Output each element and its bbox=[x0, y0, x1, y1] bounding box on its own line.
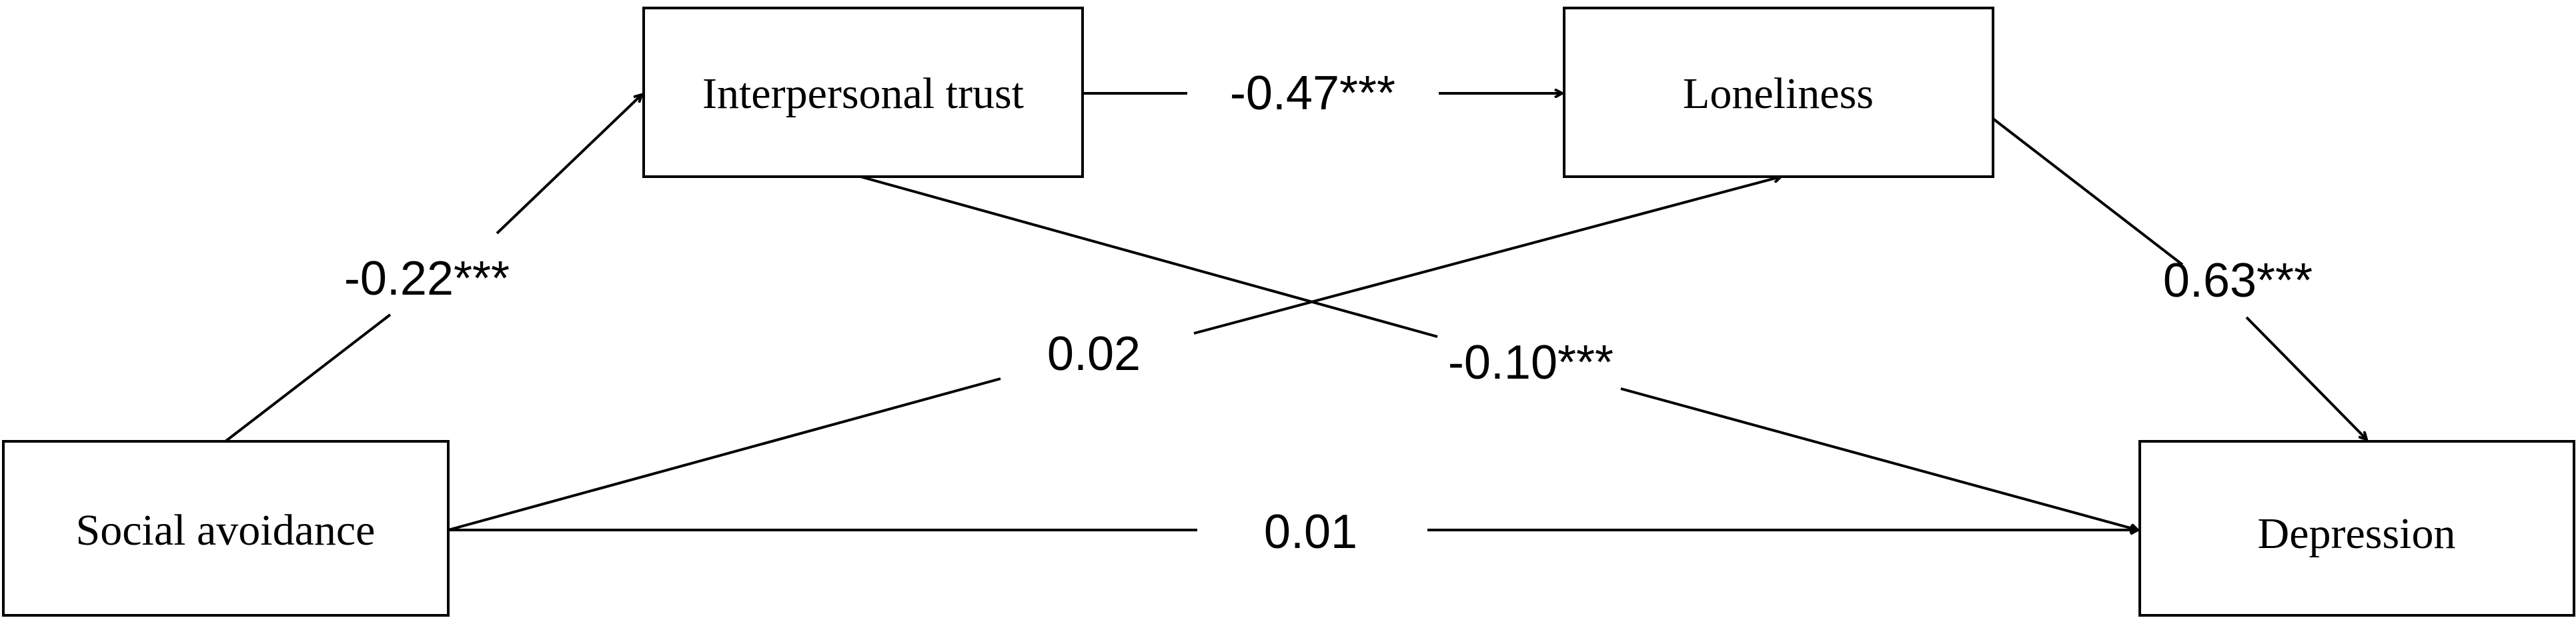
node-interpersonal-trust: Interpersonal trust bbox=[642, 7, 1084, 178]
edge-avoidance-to-loneliness bbox=[448, 177, 1781, 531]
node-label: Depression bbox=[2258, 509, 2456, 558]
node-label: Interpersonal trust bbox=[702, 69, 1024, 118]
edge-loneliness-to-depression bbox=[1992, 117, 2367, 439]
node-social-avoidance: Social avoidance bbox=[2, 440, 450, 617]
edge-avoidance-to-trust bbox=[224, 95, 642, 443]
node-label: Social avoidance bbox=[76, 506, 376, 555]
coef-trust-to-depression: -0.10*** bbox=[1448, 336, 1614, 389]
coef-avoidance-to-depression: 0.01 bbox=[1264, 505, 1357, 559]
node-label: Loneliness bbox=[1683, 69, 1874, 118]
coef-avoidance-to-trust: -0.22*** bbox=[344, 252, 510, 305]
node-depression: Depression bbox=[2138, 440, 2575, 617]
coef-avoidance-to-loneliness: 0.02 bbox=[1047, 327, 1141, 381]
node-loneliness: Loneliness bbox=[1563, 7, 1994, 178]
coef-loneliness-to-depression: 0.63*** bbox=[2163, 254, 2313, 307]
coef-trust-to-loneliness: -0.47*** bbox=[1230, 67, 1395, 120]
edge-trust-to-depression bbox=[860, 175, 2138, 530]
